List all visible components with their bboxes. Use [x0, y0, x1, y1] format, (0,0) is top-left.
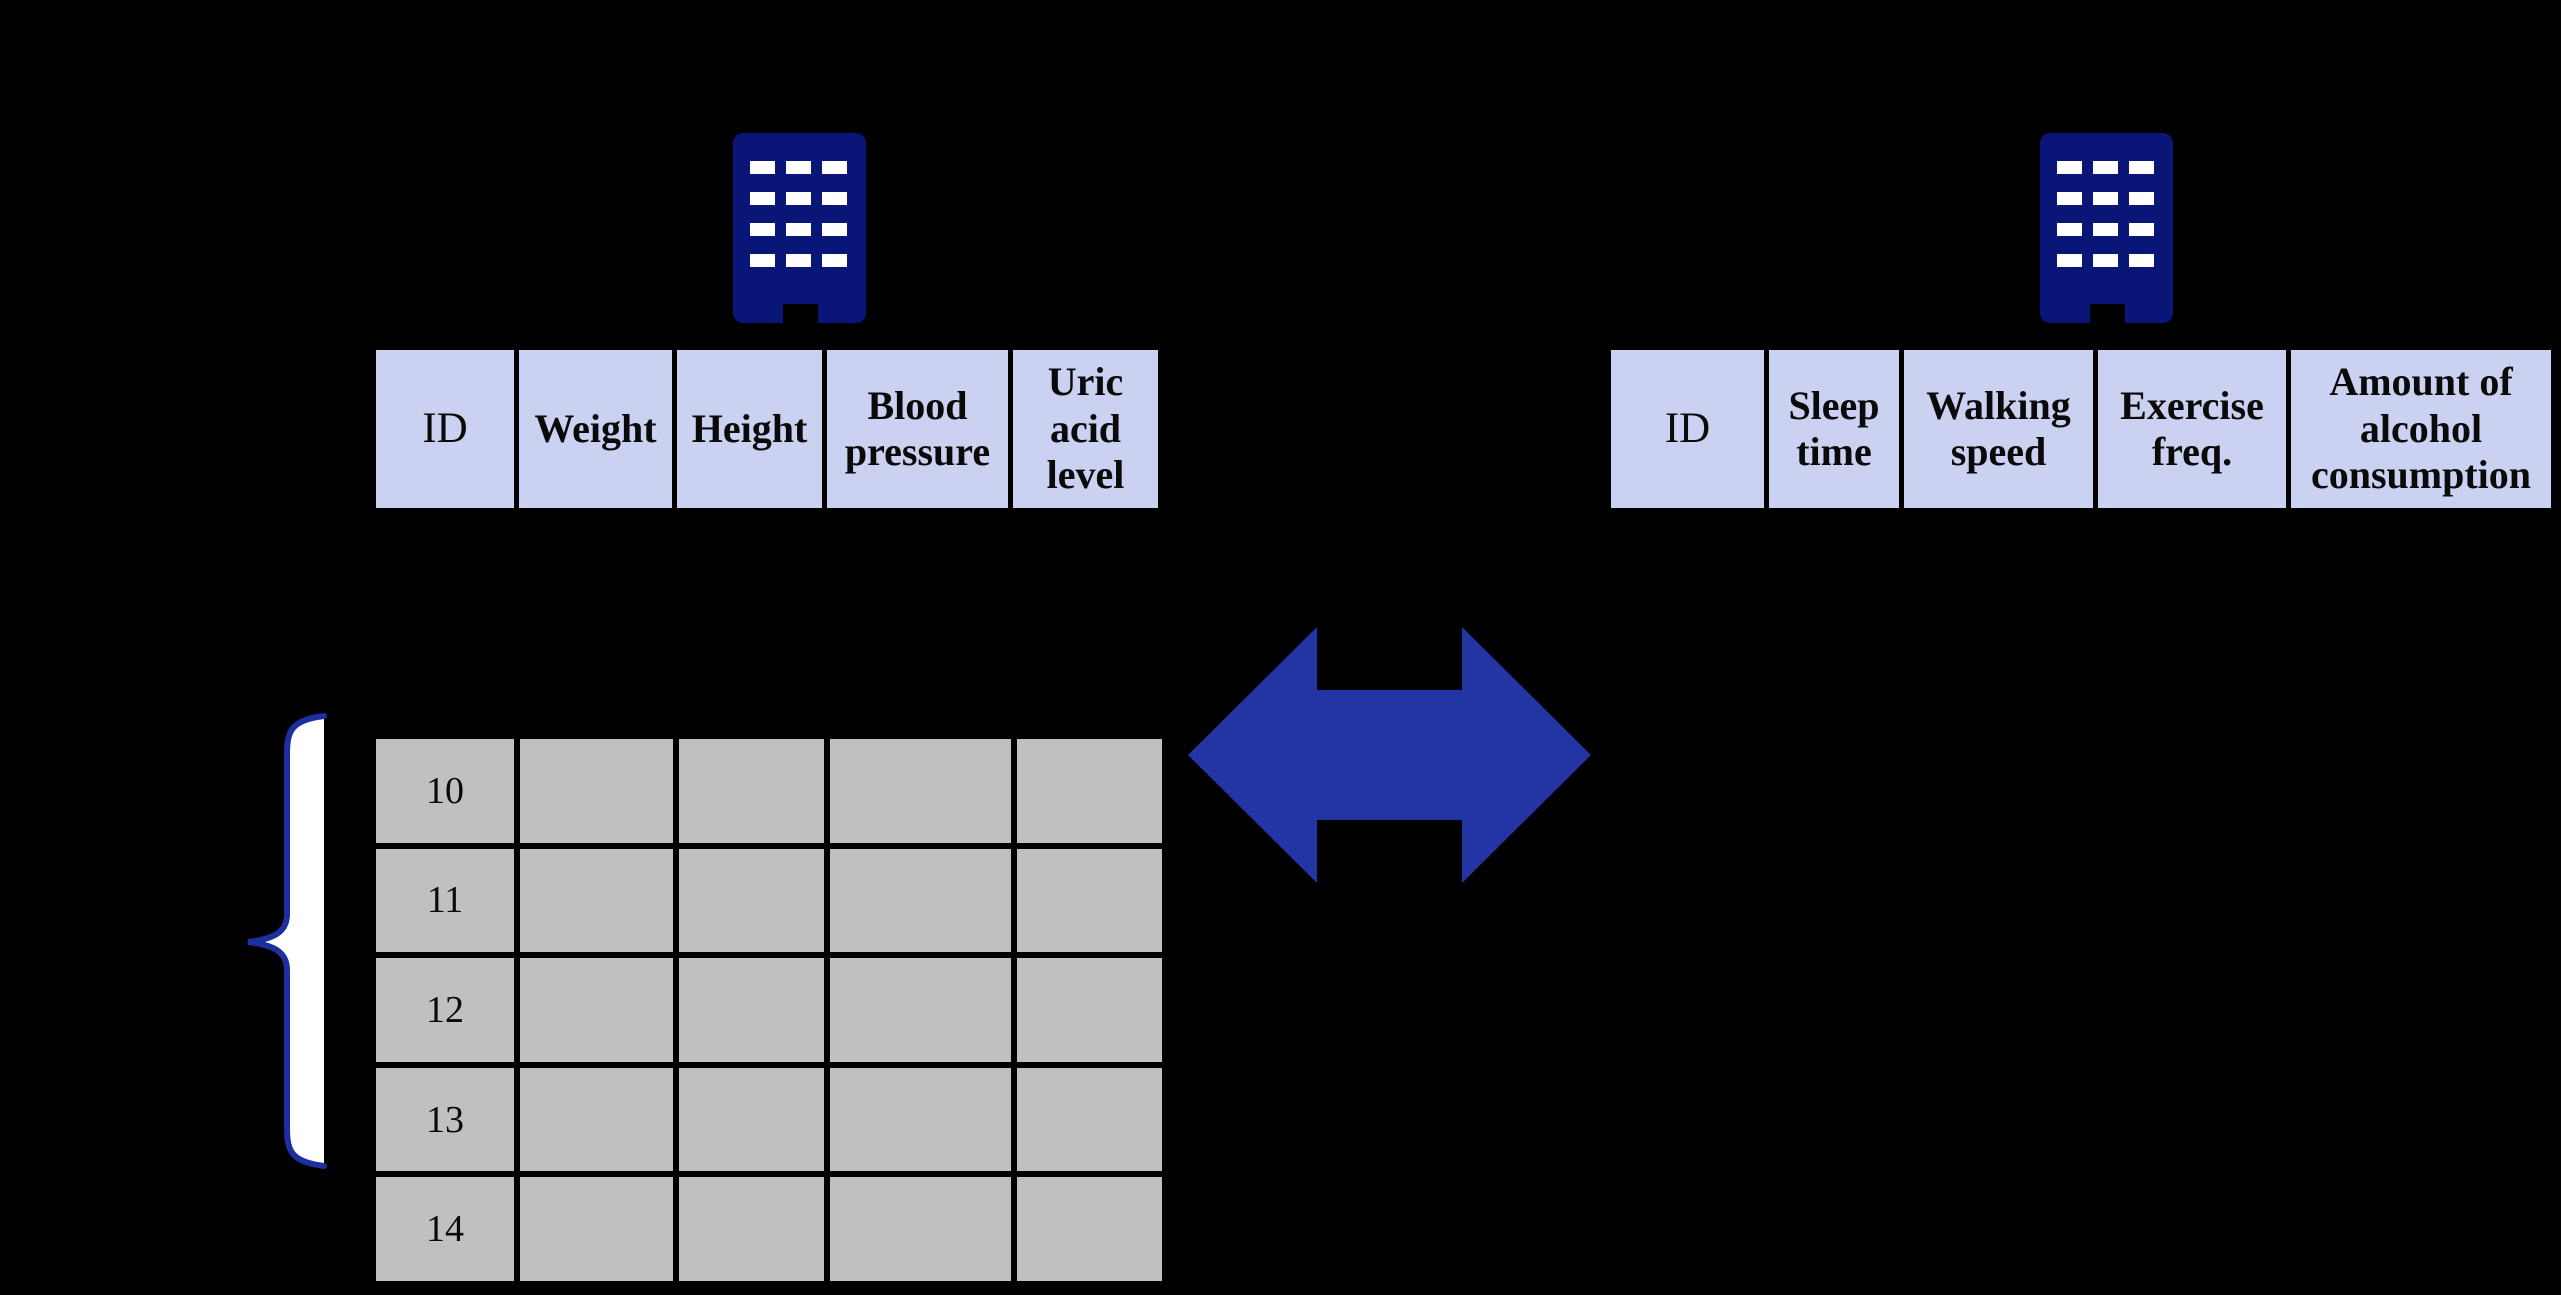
- window: [2057, 223, 2082, 236]
- header-cell-id: ID: [376, 350, 514, 508]
- row-id-cell: 11: [376, 848, 514, 953]
- empty-cell: [679, 739, 824, 843]
- window: [2093, 161, 2118, 174]
- double-headed-arrow-icon: [1188, 627, 1591, 883]
- header-cell-alcohol: Amount of alcohol consumption: [2291, 350, 2551, 508]
- empty-cell: [830, 1067, 1011, 1172]
- header-cell-id: ID: [1611, 350, 1764, 508]
- window: [750, 223, 775, 236]
- window: [786, 223, 811, 236]
- window: [2093, 192, 2118, 205]
- empty-cell: [830, 848, 1011, 953]
- window: [750, 192, 775, 205]
- window: [2129, 254, 2154, 267]
- window: [786, 254, 811, 267]
- empty-cell: [520, 848, 673, 953]
- empty-cell: [1017, 739, 1162, 843]
- empty-cell: [520, 1177, 673, 1281]
- window: [2129, 223, 2154, 236]
- window: [750, 161, 775, 174]
- window: [2093, 223, 2118, 236]
- building-door: [2090, 304, 2125, 323]
- window: [822, 192, 847, 205]
- empty-cell: [830, 739, 1011, 843]
- row-id-cell: 13: [376, 1067, 514, 1172]
- header-cell-exercise-freq: Exercise freq.: [2098, 350, 2286, 508]
- empty-cell: [520, 1067, 673, 1172]
- empty-cell: [679, 958, 824, 1062]
- sample-rows-table: 10 11 12 13 14: [371, 733, 1163, 1288]
- empty-cell: [1017, 1177, 1162, 1281]
- empty-cell: [1017, 1067, 1162, 1172]
- window: [2129, 192, 2154, 205]
- empty-cell: [520, 739, 673, 843]
- row-id-cell: 14: [376, 1177, 514, 1281]
- empty-cell: [679, 1177, 824, 1281]
- header-cell-height: Height: [677, 350, 822, 508]
- header-cell-weight: Weight: [519, 350, 672, 508]
- window: [2057, 192, 2082, 205]
- window: [2057, 161, 2082, 174]
- window: [2057, 254, 2082, 267]
- building-icon: [733, 133, 866, 323]
- window: [750, 254, 775, 267]
- right-feature-header-table: ID Sleep time Walking speed Exercise fre…: [1606, 345, 2556, 513]
- window: [822, 223, 847, 236]
- building-door: [783, 304, 818, 323]
- empty-cell: [679, 1067, 824, 1172]
- empty-cell: [1017, 848, 1162, 953]
- empty-cell: [520, 958, 673, 1062]
- empty-cell: [1017, 958, 1162, 1062]
- header-cell-sleep-time: Sleep time: [1769, 350, 1899, 508]
- building-icon: [2040, 133, 2173, 323]
- header-cell-blood-pressure: Blood pressure: [827, 350, 1008, 508]
- window: [786, 192, 811, 205]
- row-id-cell: 10: [376, 739, 514, 843]
- window: [822, 161, 847, 174]
- window: [786, 161, 811, 174]
- row-id-cell: 12: [376, 958, 514, 1062]
- window: [2093, 254, 2118, 267]
- building-windows: [750, 161, 847, 267]
- empty-cell: [830, 958, 1011, 1062]
- header-cell-uric-acid-level: Uric acid level: [1013, 350, 1158, 508]
- window: [822, 254, 847, 267]
- left-curly-brace-icon: [247, 713, 327, 1169]
- left-feature-header-table: ID Weight Height Blood pressure Uric aci…: [371, 345, 1163, 513]
- empty-cell: [679, 848, 824, 953]
- empty-cell: [830, 1177, 1011, 1281]
- window: [2129, 161, 2154, 174]
- header-cell-walking-speed: Walking speed: [1904, 350, 2093, 508]
- building-windows: [2057, 161, 2154, 267]
